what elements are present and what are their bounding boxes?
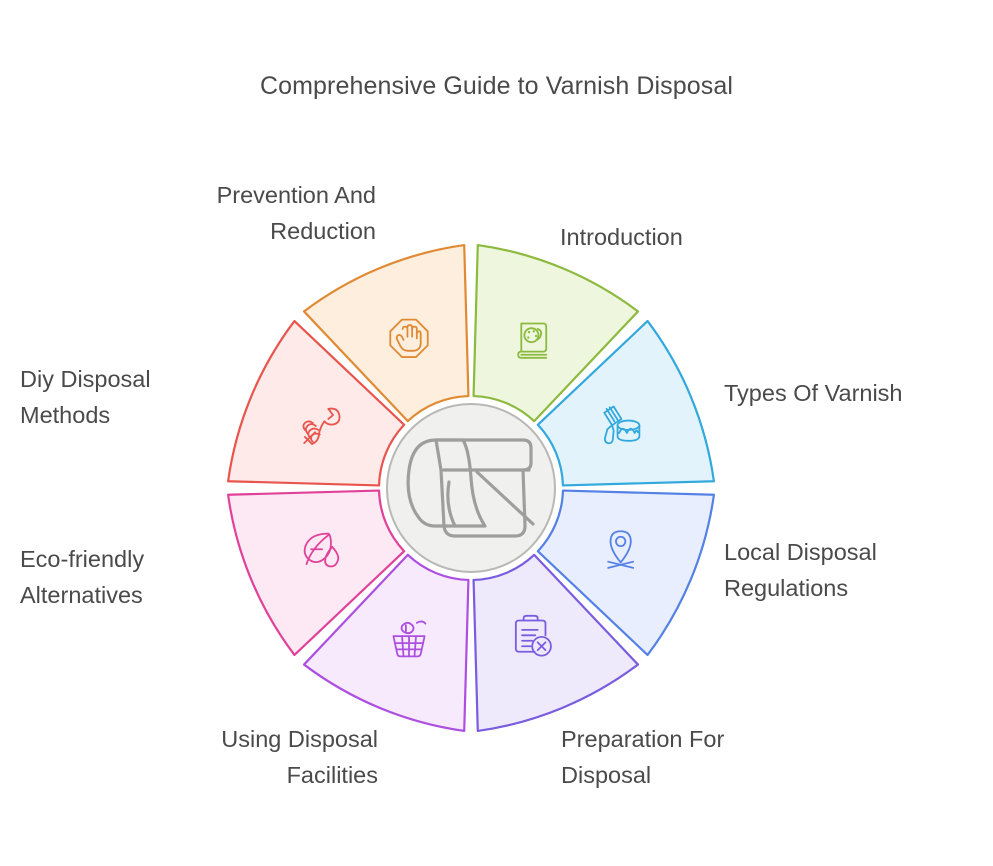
segment-shape-types-of-varnish[interactable] [536,319,716,487]
segment-label-types-of-varnish[interactable]: Types Of Varnish [724,380,903,406]
segment-shape-preparation-for-disposal[interactable] [472,553,640,733]
clipboard-x-icon [514,614,552,657]
segment-introduction[interactable] [472,243,640,423]
segment-local-disposal-regulations[interactable] [536,489,716,657]
segment-shape-diy-disposal-methods[interactable] [226,319,406,487]
segment-eco-friendly-alternatives[interactable] [226,489,406,657]
waste-bin-icon [392,620,427,658]
leaf-drop-icon [303,532,340,568]
segment-shape-eco-friendly-alternatives[interactable] [226,489,406,657]
segment-label-introduction[interactable]: Introduction [560,224,683,250]
segment-label-local-disposal-regulations[interactable]: Local Disposal Regulations [724,539,877,601]
segment-label-diy-disposal-methods[interactable]: Diy Disposal Methods [20,366,151,428]
segment-label-using-disposal-facilities[interactable]: Using Disposal Facilities [221,726,378,788]
segment-diy-disposal-methods[interactable] [226,319,406,487]
segment-shape-prevention-and-reduction[interactable] [302,243,470,423]
segment-prevention-and-reduction[interactable] [302,243,470,423]
segment-shape-introduction[interactable] [472,243,640,423]
segment-label-eco-friendly-alternatives[interactable]: Eco-friendly Alternatives [20,546,145,608]
segment-shape-using-disposal-facilities[interactable] [302,553,470,733]
paintbrush-can-icon [603,405,641,445]
petal-group [226,243,716,733]
center-hub [386,403,556,573]
segment-label-prevention-and-reduction[interactable]: Prevention And Reduction [216,182,376,244]
hand-wrench-icon [302,407,341,445]
page-title: Comprehensive Guide to Varnish Disposal [259,72,734,100]
book-palette-icon [517,322,548,359]
varnish-can-icon [406,438,535,538]
segment-using-disposal-facilities[interactable] [302,553,470,733]
segment-preparation-for-disposal[interactable] [472,553,640,733]
segment-types-of-varnish[interactable] [536,319,716,487]
segment-label-preparation-for-disposal[interactable]: Preparation For Disposal [561,726,725,788]
location-pin-icon [607,530,635,569]
segment-shape-local-disposal-regulations[interactable] [536,489,716,657]
stop-hand-icon [389,318,429,358]
